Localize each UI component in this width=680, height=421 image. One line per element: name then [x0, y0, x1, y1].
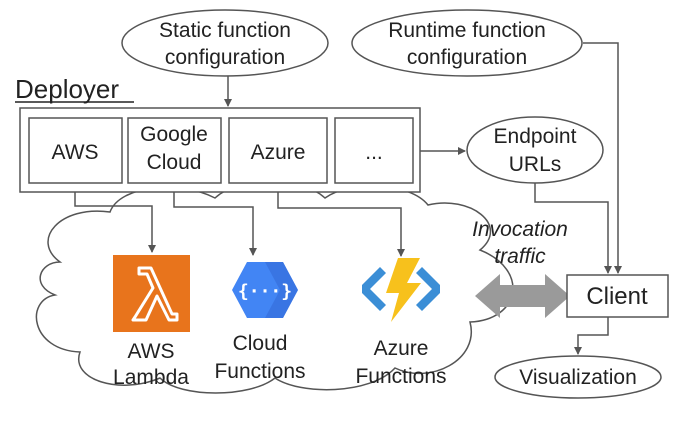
endpoints-to-client-arrow: [534, 183, 612, 274]
static-config-line2: configuration: [165, 46, 285, 69]
google-cloud-functions-icon: {···}: [232, 262, 298, 318]
invocation-traffic-line1: Invocation: [472, 218, 568, 241]
provider-aws-label: AWS: [51, 141, 98, 164]
azure-functions-icon: [362, 258, 440, 322]
cloud-functions-line2: Functions: [214, 360, 305, 383]
aws-lambda-line1: AWS: [127, 340, 174, 363]
endpoint-urls-line2: URLs: [509, 153, 562, 176]
aws-lambda-icon: [113, 255, 190, 332]
cloud-functions-line1: Cloud: [233, 332, 288, 355]
static-config-line1: Static function: [159, 19, 291, 42]
provider-aws-box: [28, 117, 123, 184]
runtime-config-node: [351, 9, 583, 77]
visualization-node: [494, 355, 662, 399]
svg-text:{···}: {···}: [238, 281, 292, 302]
static-config-node: [121, 9, 329, 77]
runtime-config-line2: configuration: [407, 46, 527, 69]
endpoint-urls-line1: Endpoint: [494, 125, 577, 148]
deployer-title: Deployer: [15, 74, 119, 104]
provider-azure-label: Azure: [251, 141, 306, 164]
provider-azure-box: [228, 117, 328, 184]
runtime-config-line1: Runtime function: [388, 19, 546, 42]
client-box: [566, 274, 669, 318]
aws-lambda-line2: Lambda: [113, 366, 189, 389]
traffic-double-arrow: [475, 274, 570, 318]
invocation-traffic-line2: traffic: [494, 245, 546, 268]
provider-google-line1: Google: [140, 123, 208, 146]
provider-google-line2: Cloud: [147, 151, 202, 174]
client-label: Client: [586, 283, 648, 310]
provider-more-box: [334, 117, 414, 184]
runtime-to-client-arrow: [583, 42, 622, 274]
google-to-functions-arrow: [173, 192, 257, 256]
azure-functions-line1: Azure: [374, 337, 429, 360]
provider-google-box: [127, 117, 222, 184]
provider-more-label: ...: [365, 141, 383, 164]
azure-to-functions-arrow: [277, 192, 405, 257]
client-to-visualization-arrow: [574, 317, 609, 355]
visualization-label: Visualization: [519, 366, 637, 389]
azure-functions-line2: Functions: [355, 365, 446, 388]
aws-to-lambda-arrow: [74, 192, 156, 253]
